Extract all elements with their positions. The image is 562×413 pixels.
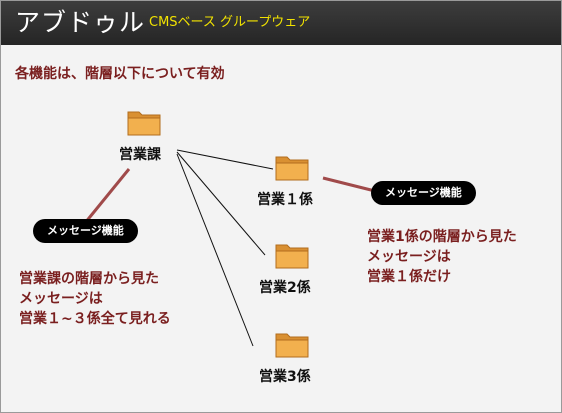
- line-parent-badge: [83, 168, 131, 224]
- note-child1-scope: 営業1係の階層から見た メッセージは 営業１係だけ: [367, 227, 517, 287]
- note-line: メッセージは: [367, 249, 451, 265]
- brand-title: アブドゥル: [15, 8, 146, 37]
- note-line: 営業１~３係全て見れる: [19, 311, 171, 327]
- line-child1-badge: [322, 176, 376, 193]
- note-line: 営業1係の階層から見た: [367, 229, 517, 245]
- folder-icon: [275, 156, 309, 181]
- folder-icon: [275, 333, 309, 358]
- line-parent-child3: [176, 153, 254, 347]
- note-line: 営業１係だけ: [367, 269, 451, 285]
- app-header: アブドゥル CMSベース グループウェア: [1, 1, 561, 45]
- message-feature-badge-right: メッセージ機能: [371, 181, 476, 205]
- folder-icon: [275, 244, 309, 269]
- node-label-child1: 営業１係: [257, 192, 313, 208]
- node-label-parent: 営業課: [119, 147, 161, 163]
- diagram-heading: 各機能は、階層以下について有効: [15, 66, 225, 82]
- node-label-child2: 営業2係: [259, 280, 311, 296]
- note-line: メッセージは: [19, 291, 103, 307]
- note-line: 営業課の階層から見た: [19, 271, 159, 287]
- folder-icon: [127, 111, 161, 136]
- line-parent-child1: [176, 149, 274, 170]
- note-parent-scope: 営業課の階層から見た メッセージは 営業１~３係全て見れる: [19, 269, 171, 329]
- brand-subtitle: CMSベース グループウェア: [149, 15, 311, 30]
- node-label-child3: 営業3係: [259, 369, 311, 385]
- line-parent-child2: [176, 151, 266, 256]
- message-feature-badge-left: メッセージ機能: [33, 219, 138, 243]
